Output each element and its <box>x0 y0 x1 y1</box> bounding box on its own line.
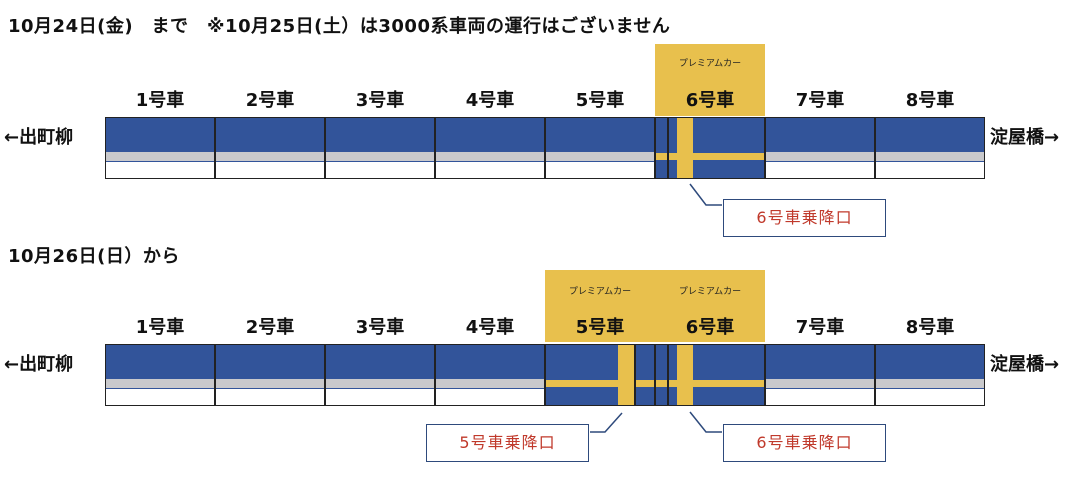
section1-title: 10月24日(金) まで ※10月25日(土）は3000系車両の運行はございませ… <box>8 16 671 37</box>
door-label-car6: 6号車乗降口 <box>723 199 886 237</box>
car-label-5: 5号車 <box>575 90 625 111</box>
train-car-4 <box>435 344 545 406</box>
car-label-7: 7号車 <box>795 317 845 338</box>
car-label-2: 2号車 <box>245 317 295 338</box>
premium-car-label-6: プレミアムカー <box>678 287 742 297</box>
premium-car-label: プレミアムカー <box>678 59 742 69</box>
car-label-4: 4号車 <box>465 317 515 338</box>
premium-car-highlight <box>655 44 765 116</box>
train-car-7 <box>765 344 875 406</box>
train-car-2 <box>215 117 325 179</box>
car-label-1: 1号車 <box>135 317 185 338</box>
left-terminal-label: ←出町柳 <box>4 354 74 375</box>
train-car-7 <box>765 117 875 179</box>
car-label-8: 8号車 <box>905 317 955 338</box>
door-label-car6: 6号車乗降口 <box>723 424 886 462</box>
left-terminal-label: ←出町柳 <box>4 127 74 148</box>
door-5-marker <box>618 345 634 405</box>
car-label-1: 1号車 <box>135 90 185 111</box>
train-car-6-premium <box>655 344 765 406</box>
train-car-6-premium <box>655 117 765 179</box>
train-car-3 <box>325 344 435 406</box>
train-car-1 <box>105 344 215 406</box>
train-car-4 <box>435 117 545 179</box>
train-car-8 <box>875 117 985 179</box>
premium-car-label-5: プレミアムカー <box>568 287 632 297</box>
car-label-7: 7号車 <box>795 90 845 111</box>
car-label-3: 3号車 <box>355 90 405 111</box>
train-car-3 <box>325 117 435 179</box>
premium-cars-highlight <box>545 270 765 342</box>
car-label-2: 2号車 <box>245 90 295 111</box>
car-label-4: 4号車 <box>465 90 515 111</box>
car-label-6: 6号車 <box>685 90 735 111</box>
door-6-marker <box>677 118 693 178</box>
car-label-5: 5号車 <box>575 317 625 338</box>
train-car-1 <box>105 117 215 179</box>
car-label-6: 6号車 <box>685 317 735 338</box>
train-car-5 <box>545 117 655 179</box>
door-6-marker <box>677 345 693 405</box>
train-car-5-premium <box>545 344 655 406</box>
car-label-8: 8号車 <box>905 90 955 111</box>
train-car-8 <box>875 344 985 406</box>
right-terminal-label: 淀屋橋→ <box>990 127 1060 148</box>
right-terminal-label: 淀屋橋→ <box>990 354 1060 375</box>
car-label-3: 3号車 <box>355 317 405 338</box>
train-car-2 <box>215 344 325 406</box>
door-label-car5: 5号車乗降口 <box>426 424 589 462</box>
section2-title: 10月26日(日）から <box>8 246 180 267</box>
